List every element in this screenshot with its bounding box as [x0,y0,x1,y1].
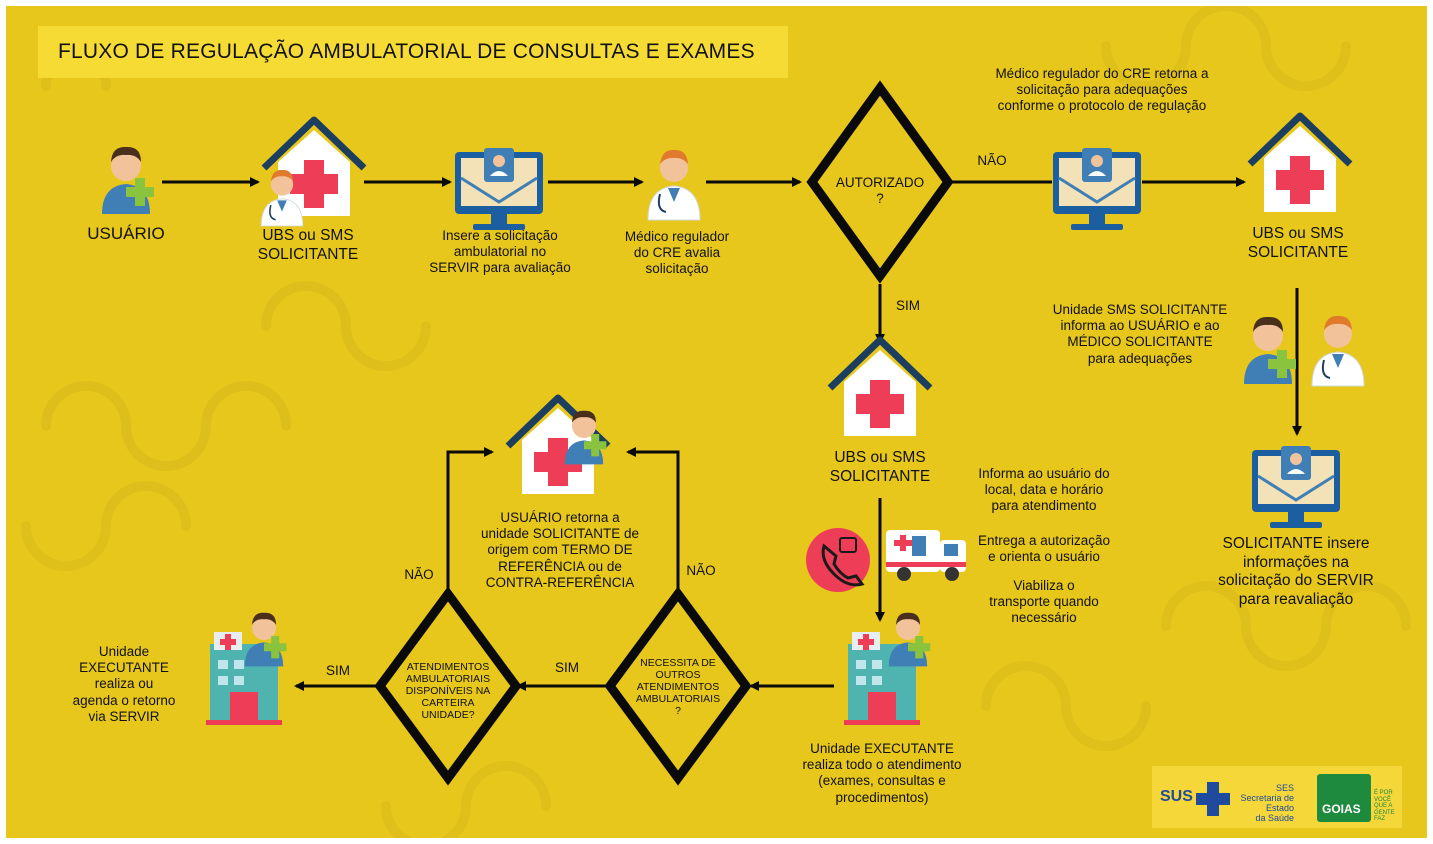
executante-agenda-label: Unidade EXECUTANTE realiza ou agenda o r… [72,644,176,724]
autorizado-label: AUTORIZADO ? [835,175,925,207]
solicitante-insere-label: SOLICITANTE insere informações na solici… [1218,535,1374,608]
sus-cross-icon [1196,782,1230,816]
computer-icon [453,146,545,232]
ubs-solicitante-label: UBS ou SMS SOLICITANTE [257,227,359,263]
ubs-solicitante-label: UBS ou SMS SOLICITANTE [829,449,931,485]
nao-label: NÃO [686,563,716,578]
decision-atendimentos [374,586,522,786]
hospital-icon [830,340,930,436]
decision-autorizado [806,80,954,284]
entrega-autorizacao-label: Entrega a autorização e orienta o usuári… [977,533,1111,565]
goias-logo: GOIAS [1322,802,1361,816]
page-title: FLUXO DE REGULAÇÃO AMBULATORIAL DE CONSU… [58,40,755,63]
arrow-nao-retorna-origem-right [626,447,680,590]
goias-flag-icon [1317,774,1371,822]
sim-label: SIM [895,298,920,313]
doctor-icon [1311,314,1365,387]
unidade-sms-label: Unidade SMS SOLICITANTE informa ao USUÁR… [1052,302,1228,366]
title-bar: FLUXO DE REGULAÇÃO AMBULATORIAL DE CONSU… [38,26,788,78]
insere-solicitacao-label: Insere a solicitação ambulatorial no SER… [429,228,571,276]
atendimentos-label: ATENDIMENTOS AMBULATORIAIS DISPONÍVEIS N… [405,661,491,722]
user-icon [244,612,287,667]
necessita-label: NECESSITA DE OUTROS ATENDIMENTOS AMBULAT… [635,657,721,718]
computer-icon [1250,444,1342,530]
medico-retorna-label: Médico regulador do CRE retorna a solici… [995,66,1209,114]
flow-diagram [102,80,1365,786]
nao-label: NÃO [404,567,434,582]
medico-avalia-label: Médico regulador do CRE avalia solicitaç… [624,229,730,277]
decision-necessita [604,586,752,786]
user-icon [888,612,931,667]
sim-label: SIM [554,660,579,675]
flowchart-canvas: FLUXO DE REGULAÇÃO AMBULATORIAL DE CONSU… [6,6,1427,838]
computer-icon [1051,146,1143,232]
executante-realiza-label: Unidade EXECUTANTE realiza todo o atendi… [802,741,962,805]
user-icon [102,146,154,214]
doctor-icon [647,148,701,221]
sim-label: SIM [325,663,350,678]
usuario-retorna-label: USUÁRIO retorna a unidade SOLICITANTE de… [480,510,640,590]
user-icon [1244,316,1296,384]
usuario-label: USUÁRIO [87,224,165,243]
hospital-icon [1250,116,1350,212]
sus-logo: SUS [1160,788,1193,805]
sponsor-logos: SUS SES Secretaria de Estado da Saúde GO… [1152,766,1402,828]
ses-logo: SES Secretaria de Estado da Saúde [1240,783,1294,823]
ambulance-icon [886,530,966,581]
background-pattern [21,6,1411,838]
arrow-nao-retorna-origem-left [446,447,494,590]
viabiliza-transporte-label: Viabiliza o transporte quando necessário [989,578,1099,626]
nao-label: NÃO [977,153,1007,168]
ubs-solicitante-label: UBS ou SMS SOLICITANTE [1247,225,1349,261]
phone-icon [806,528,870,592]
informa-usuario-label: Informa ao usuário do local, data e horá… [978,466,1110,514]
goias-tagline: É POR VOCÊ QUE A GENTE FAZ [1374,790,1395,823]
